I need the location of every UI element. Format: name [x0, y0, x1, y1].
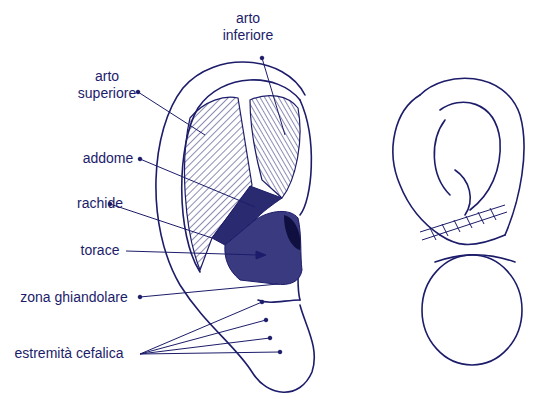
part-label: torace	[74, 242, 126, 259]
part-label: addome	[76, 150, 140, 167]
part-label: zona ghiandolare	[8, 289, 140, 306]
part-label: rachide	[68, 195, 132, 212]
part-label: arto inferiore	[210, 10, 286, 44]
part-label: arto superiore	[70, 68, 144, 102]
part-label: estremità cefalica	[14, 345, 124, 362]
